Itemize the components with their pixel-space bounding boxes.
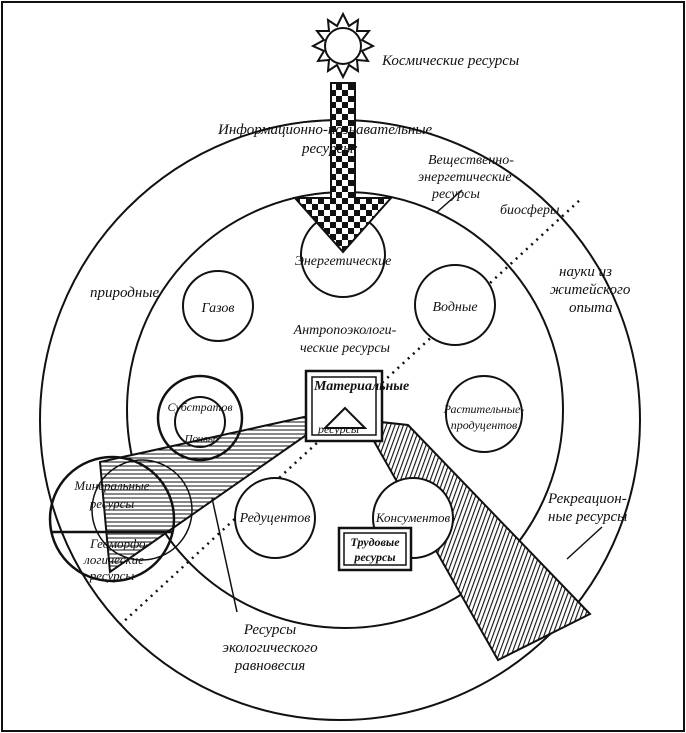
water-circle [414,264,496,346]
soils-label: Почвы [184,433,216,445]
material-label-line2: ресурсы [317,422,359,436]
mineral-label-line2: ресурсы [89,496,135,511]
leader-line [435,189,463,214]
recreation-label-line1: Рекреацион- [547,491,627,507]
cosmic-label: Космические ресурсы [381,53,519,69]
equilibrium-label-line1: Ресурсы [243,622,296,638]
labor-label-line2: ресурсы [353,550,395,564]
info-label-line2: ресурсы: [301,141,358,157]
labor-label-line1: Трудовые [350,535,400,549]
material-energy-label-line4: биосферы [500,203,560,218]
geomorph-label-line3: ресурсы [89,568,135,583]
equilibrium-label-line2: экологического [222,640,318,656]
material-box-outer [304,369,384,443]
labor-box-outer [337,526,413,572]
substrates-inner-circle [174,396,226,448]
science-label-line3: опыта [569,300,613,316]
gases-circle [182,270,254,342]
science-label-line2: житейского [550,282,631,298]
recreation-label-line2: ные ресурсы [548,509,627,525]
mineral-label-line1: Минеральные [73,478,149,493]
plants-label-line2: продуцентов [451,418,518,432]
material-energy-label-line2: энергетические [418,170,512,185]
equilibrium-label-line3: равновесия [234,658,306,674]
labor-box-inner [343,532,407,566]
leader-line [211,497,238,613]
sun-icon [310,11,376,80]
plants-label-line1: Растительные- [443,402,525,416]
material-label-line1: Материальные [313,379,409,394]
material-triangle [322,406,368,429]
substrates-outer-circle [156,374,244,462]
gases-label: Газов [201,301,235,316]
material-box-inner [311,376,377,436]
energy-label: Энергетические [295,254,392,269]
water-label: Водные [432,300,477,315]
anthropo-label-line1: Антропоэкологи- [293,323,397,338]
info-label-line1: Информационно-познавательные [217,122,433,138]
geomorph-label-line1: Геоморфо- [89,536,150,551]
anthropo-label-line2: ческие ресурсы [300,341,390,356]
small-overlap-circle [91,459,193,561]
material-energy-label-line1: Вещественно- [428,153,514,168]
cosmic-arrow-icon [292,82,394,254]
leader-line [566,526,603,560]
mineral-circle [48,455,176,583]
reducers-circle [234,477,316,559]
reducers-label: Редуцентов [239,511,311,526]
substrates-label: Субстратов [167,400,232,414]
science-label-line1: науки из [559,264,612,280]
plants-circle [445,375,523,453]
consumers-label: Консументов [375,510,451,525]
material-energy-label-line3: ресурсы [431,187,480,202]
natural-label: природные [90,285,159,301]
geomorph-label-line2: логические [83,552,144,567]
